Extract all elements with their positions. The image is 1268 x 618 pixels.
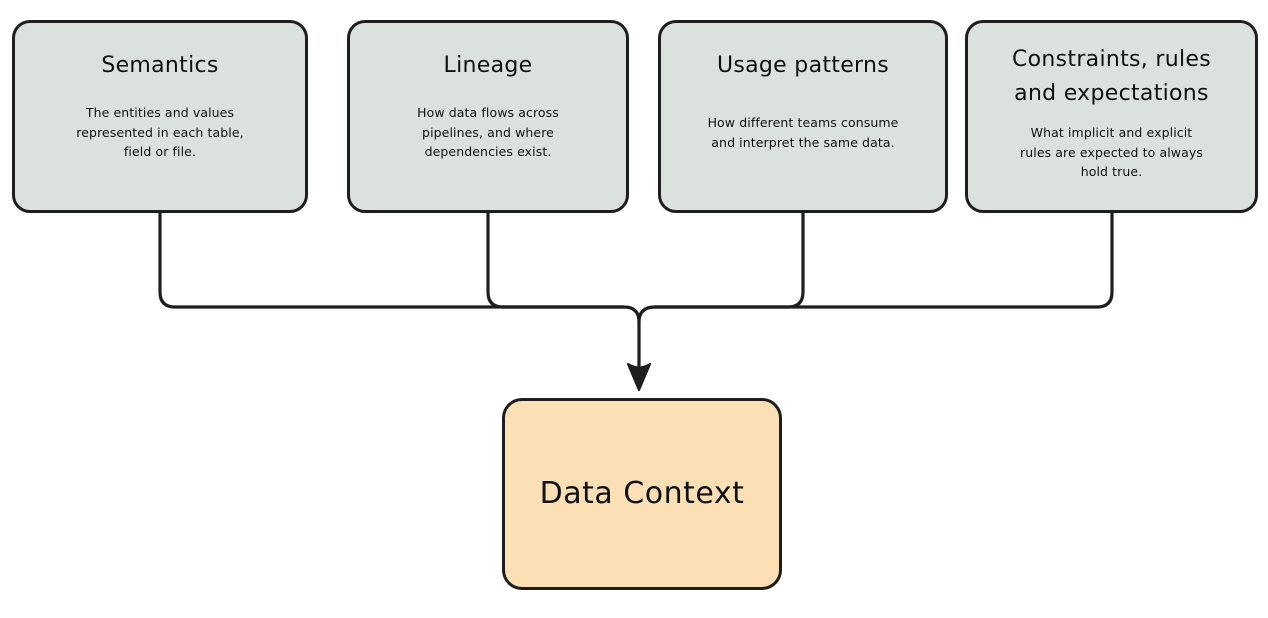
node-semantics-description: The entities and values represented in e… bbox=[50, 103, 269, 162]
desc-line: The entities and values bbox=[85, 105, 235, 120]
node-constraints-rules-expectations[interactable]: Constraints, rules and expectations What… bbox=[965, 20, 1258, 213]
connector-bus-junction-right bbox=[637, 305, 657, 324]
title-line: and expectations bbox=[1014, 81, 1209, 106]
arrowhead-down-icon bbox=[626, 362, 652, 392]
connector-bus-to-data-context bbox=[622, 305, 641, 374]
desc-line: represented in each table, bbox=[76, 124, 244, 140]
node-lineage-description: How data flows across pipelines, and whe… bbox=[391, 103, 585, 162]
node-semantics-title: Semantics bbox=[101, 53, 219, 78]
node-usage-patterns[interactable]: Usage patterns How different teams consu… bbox=[658, 20, 948, 213]
desc-line: pipelines, and where bbox=[422, 124, 554, 140]
node-lineage-title: Lineage bbox=[443, 53, 533, 78]
node-data-context-title: Data Context bbox=[539, 476, 745, 511]
desc-line: rules are expected to always bbox=[1019, 144, 1203, 160]
connector-semantics-to-bus bbox=[158, 211, 626, 309]
desc-line: hold true. bbox=[1080, 164, 1143, 179]
node-constraints-rules-expectations-title: Constraints, rules and expectations bbox=[1000, 43, 1223, 111]
node-lineage[interactable]: Lineage How data flows across pipelines,… bbox=[347, 20, 629, 213]
desc-line: What implicit and explicit bbox=[1030, 125, 1193, 140]
desc-line: How data flows across bbox=[417, 105, 559, 120]
node-semantics[interactable]: Semantics The entities and values repres… bbox=[12, 20, 308, 213]
node-usage-patterns-title: Usage patterns bbox=[716, 53, 890, 78]
desc-line: and interpret the same data. bbox=[711, 134, 895, 150]
node-constraints-rules-expectations-description: What implicit and explicit rules are exp… bbox=[1002, 123, 1221, 182]
connector-usage-patterns-to-bus bbox=[653, 211, 805, 309]
desc-line: field or file. bbox=[123, 144, 197, 159]
title-line: Constraints, rules bbox=[1011, 47, 1211, 72]
connector-lineage-to-bus bbox=[486, 211, 626, 309]
desc-line: dependencies exist. bbox=[424, 144, 552, 159]
node-usage-patterns-description: How different teams consume and interpre… bbox=[700, 113, 907, 152]
connector-constraints-to-bus bbox=[653, 211, 1114, 309]
node-data-context[interactable]: Data Context bbox=[502, 398, 782, 590]
desc-line: How different teams consume bbox=[707, 115, 899, 130]
